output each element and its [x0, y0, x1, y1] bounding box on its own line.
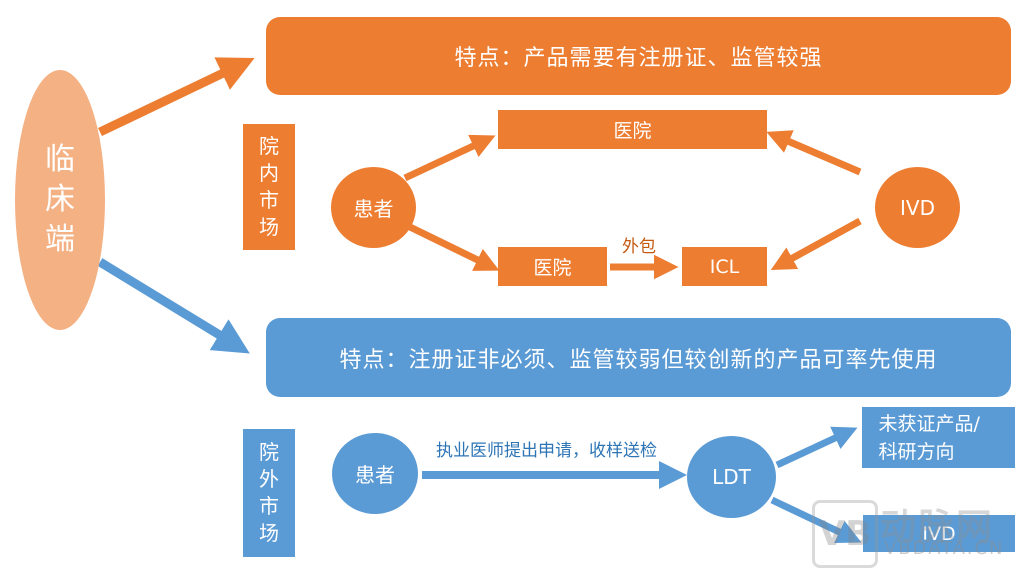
- arrow-root-to-in-hospital: [98, 57, 255, 137]
- out-hospital-ivd-label: IVD: [922, 522, 956, 545]
- in-hospital-ivd-node: IVD: [875, 167, 960, 248]
- out-hospital-patient-label: 患者: [355, 463, 395, 487]
- ldt-label: LDT: [712, 465, 751, 489]
- icl-node: ICL: [682, 247, 767, 286]
- watermark-brand-en: VBDATA.CN: [884, 538, 1005, 559]
- hospital-bottom-node: 医院: [498, 247, 607, 286]
- ldt-node: LDT: [687, 436, 776, 518]
- root-ellipse: 临床端: [15, 70, 105, 330]
- hospital-top-label: 医院: [613, 120, 652, 142]
- arrow-patient-to-hospital-bottom: [408, 223, 500, 271]
- watermark-logo: VB: [812, 500, 878, 568]
- in-hospital-section-label: 院内市场: [243, 124, 295, 250]
- out-hospital-patient-node: 患者: [332, 433, 418, 514]
- arrow-ldt-to-ivd: [770, 496, 862, 544]
- arrow-patient-to-hospital-top: [403, 134, 496, 182]
- arrow-ivd-to-hospital-top: [766, 130, 862, 176]
- watermark-brand-cn: 动脉网: [880, 507, 995, 548]
- in-hospital-ivd-label: IVD: [900, 195, 935, 220]
- root-label: 临床端: [45, 142, 75, 257]
- in-hospital-feature-banner: 特点：产品需要有注册证、监管较强: [266, 17, 1011, 95]
- hospital-top-node: 医院: [498, 110, 767, 149]
- out-hospital-feature-text: 特点：注册证非必须、监管较弱但较创新的产品可率先使用: [339, 347, 938, 373]
- in-hospital-feature-text: 特点：产品需要有注册证、监管较强: [454, 46, 823, 71]
- out-hospital-feature-banner: 特点：注册证非必须、监管较弱但较创新的产品可率先使用: [266, 318, 1011, 397]
- out-hospital-ivd-node: IVD: [863, 515, 1015, 552]
- in-hospital-section-text: 院内市场: [259, 134, 279, 239]
- icl-label: ICL: [709, 255, 740, 278]
- in-hospital-patient-label: 患者: [353, 197, 394, 221]
- in-hospital-patient-node: 患者: [331, 167, 416, 248]
- arrow-ivd-to-icl: [770, 217, 862, 271]
- out-hospital-section-label: 院外市场: [243, 429, 295, 557]
- unlicensed-products-label: 未获证产品/科研方向: [878, 412, 980, 463]
- arrow-ldt-to-unlicensed: [775, 426, 858, 469]
- hospital-bottom-label: 医院: [533, 257, 572, 279]
- unlicensed-products-node: 未获证产品/科研方向: [862, 407, 1015, 468]
- application-edge-label: 执业医师提出申请，收样送检: [436, 441, 657, 461]
- arrow-root-to-out-hospital: [97, 258, 250, 354]
- outsource-edge-label: 外包: [622, 237, 656, 257]
- out-hospital-section-text: 院外市场: [259, 440, 279, 545]
